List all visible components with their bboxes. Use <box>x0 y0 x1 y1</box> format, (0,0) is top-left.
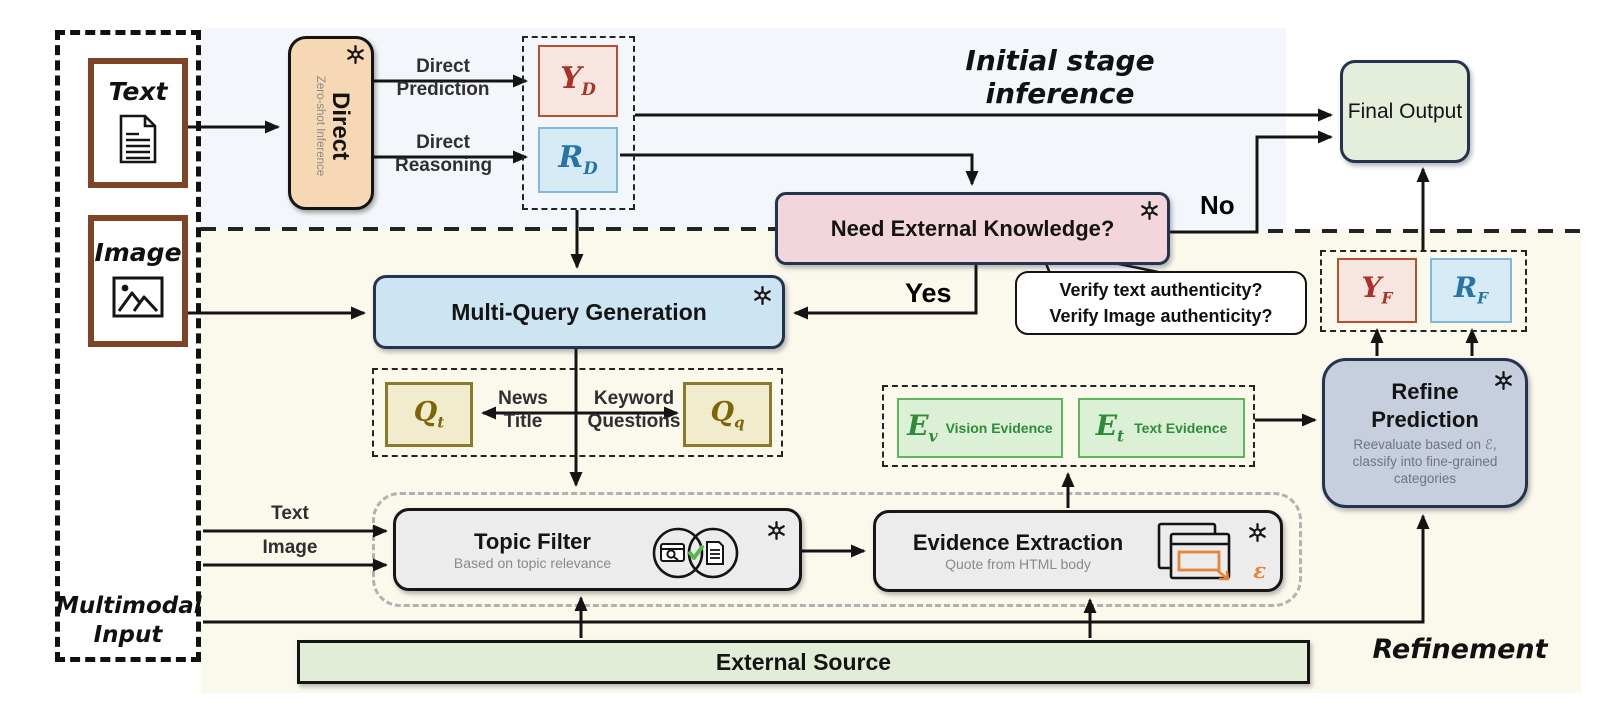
stage-boundary-left <box>201 227 775 231</box>
multimodal-input-label: Multimodal Input <box>56 593 202 648</box>
initial-outputs-frame <box>522 36 635 210</box>
topic-filter-subtitle: Based on topic relevance <box>453 554 612 571</box>
openai-logo-icon <box>1247 522 1268 543</box>
bubble-line1: Verify text authenticity? <box>1059 279 1263 300</box>
topic-filter-box: Topic Filter Based on topic relevance <box>393 508 802 591</box>
multi-query-generation-label: Multi-Query Generation <box>451 298 707 325</box>
need-external-knowledge-box: Need External Knowledge? <box>775 192 1170 265</box>
evidence-extraction-title: Evidence Extraction <box>912 530 1124 555</box>
queries-frame <box>372 368 783 457</box>
initial-stage-label: Initial stage inference <box>965 44 1155 110</box>
refine-prediction-box: Refine Prediction Reevaluate based on ℰ,… <box>1322 358 1528 508</box>
epsilon-symbol: ε <box>1253 558 1266 583</box>
openai-logo-icon <box>1493 370 1514 391</box>
refine-prediction-title: Refine Prediction <box>1371 379 1479 432</box>
image-input-box: Image <box>88 215 188 347</box>
topic-image-edge-label: Image <box>262 537 318 558</box>
keyword-query-box: Qq <box>683 382 772 447</box>
vision-evidence-box: Ev Vision Evidence <box>897 398 1063 458</box>
no-label: No <box>1200 190 1235 220</box>
topic-text-edge-label: Text <box>271 503 309 524</box>
multimodal-input-frame <box>55 30 201 662</box>
topic-filter-title: Topic Filter <box>474 528 591 554</box>
direct-prediction-output: YD <box>538 45 618 117</box>
direct-title: Direct <box>327 91 354 161</box>
evidence-extraction-subtitle: Quote from HTML body <box>945 556 1091 572</box>
text-input-box: Text <box>88 58 188 188</box>
bubble-line2: Verify Image authenticity? <box>1049 306 1273 326</box>
text-input-label: Text <box>108 77 168 106</box>
relevance-venn-icon <box>647 525 751 586</box>
final-output-box: Final Output <box>1340 60 1470 163</box>
text-evidence-box: Et Text Evidence <box>1078 398 1245 458</box>
openai-logo-icon <box>766 520 787 541</box>
keyword-questions-edge-label: Keyword Questions <box>587 388 681 432</box>
yes-label: Yes <box>905 278 952 308</box>
direct-prediction-edge-label: Direct Prediction <box>396 56 490 100</box>
retrieval-processing-frame <box>372 492 1302 607</box>
evidence-frame <box>882 385 1255 467</box>
need-external-knowledge-label: Need External Knowledge? <box>830 215 1115 241</box>
openai-logo-icon <box>752 285 773 306</box>
direct-inference-box: Direct Zero-shot Inference <box>288 36 374 210</box>
news-title-edge-label: News Title <box>498 388 548 432</box>
multi-query-generation-box: Multi-Query Generation <box>373 275 785 349</box>
final-output-label: Final Output <box>1347 99 1463 123</box>
image-icon <box>111 275 165 324</box>
verification-speech-bubble: Verify text authenticity? Verify Image a… <box>1015 271 1307 335</box>
external-source-bar: External Source <box>297 640 1310 684</box>
image-input-label: Image <box>94 238 182 267</box>
vision-evidence-label: Vision Evidence <box>945 420 1053 436</box>
direct-reasoning-edge-label: Direct Reasoning <box>395 132 493 176</box>
openai-logo-icon <box>345 44 366 65</box>
html-snippets-icon <box>1154 521 1238 590</box>
evidence-extraction-box: Evidence Extraction Quote from HTML body… <box>873 510 1283 592</box>
direct-subtitle: Zero-shot Inference <box>314 75 326 177</box>
document-icon <box>117 114 159 169</box>
title-query-box: Qt <box>385 382 473 447</box>
final-prediction-output: YF <box>1337 258 1417 323</box>
final-reasoning-output: RF <box>1430 258 1512 323</box>
refinement-label: Refinement <box>1372 634 1548 665</box>
openai-logo-icon <box>1139 200 1160 221</box>
direct-reasoning-output: RD <box>538 127 618 193</box>
text-evidence-label: Text Evidence <box>1134 420 1228 436</box>
external-source-label: External Source <box>715 648 892 675</box>
final-outputs-frame <box>1320 250 1527 332</box>
refine-prediction-subtitle: Reevaluate based on ℰ, classify into fin… <box>1352 437 1498 486</box>
